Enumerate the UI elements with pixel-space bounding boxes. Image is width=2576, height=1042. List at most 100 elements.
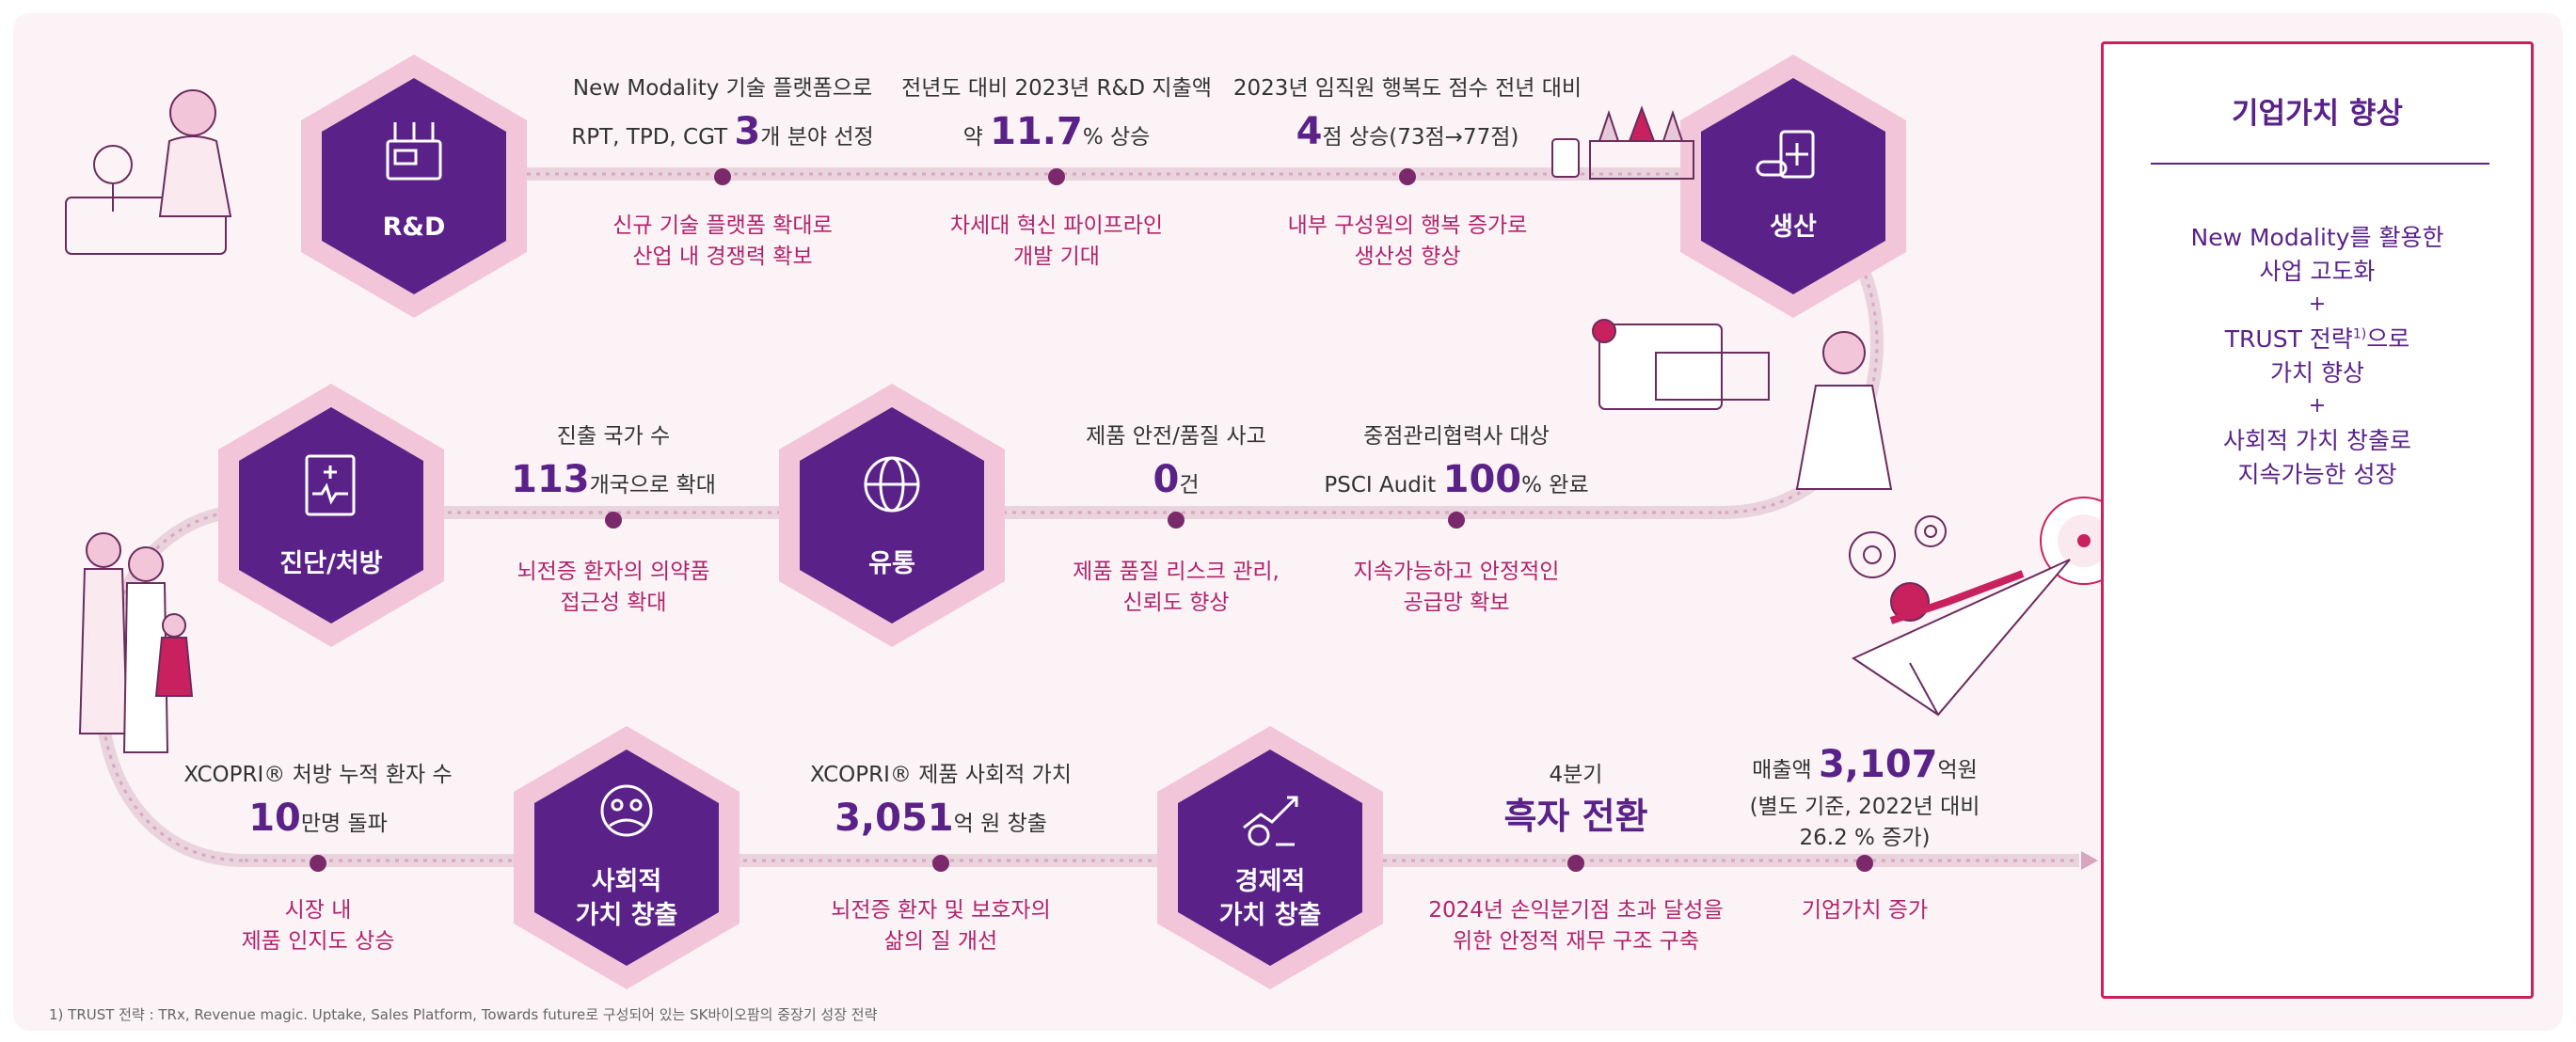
fact-line: 0건	[950, 452, 1402, 507]
fact-number: 3	[734, 110, 761, 154]
effect-line: 공급망 확보	[1403, 591, 1510, 616]
panel-divider	[2151, 163, 2489, 165]
fact-line: New Modality 기술 플랫폼으로	[572, 76, 873, 101]
effect-line: 접근성 확대	[560, 591, 667, 616]
fact-line: 3,051억 원 창출	[715, 791, 1167, 845]
fact-line: 약 11.7% 상승	[831, 104, 1282, 159]
fact-line: 제품 안전/품질 사고	[1086, 424, 1266, 449]
arrow-head-icon	[2081, 851, 2098, 870]
milestone-dot	[1448, 512, 1465, 529]
fact-line: XCOPRI® 처방 누적 환자 수	[183, 763, 453, 787]
fact-employee-happiness: 2023년 임직원 행복도 점수 전년 대비 4점 상승(73점→77점)	[1182, 73, 1633, 159]
fact-text: 억원	[1937, 758, 1978, 782]
fact-rnd-platform: New Modality 기술 플랫폼으로 RPT, TPD, CGT 3개 분…	[497, 73, 948, 159]
panel-line: 사업 고도화	[2259, 258, 2376, 285]
fact-number: 100	[1442, 458, 1522, 502]
fact-number: 4	[1296, 110, 1323, 154]
fact-text: 점 상승(73점→77점)	[1322, 125, 1519, 150]
effect-line: 차세대 혁신 파이프라인	[949, 213, 1164, 238]
fact-psci-audit: 중점관리협력사 대상 PSCI Audit 100% 완료	[1231, 421, 1682, 507]
stage-label-rnd: R&D	[382, 213, 446, 242]
fact-number: 3,107	[1818, 743, 1938, 786]
panel-line: TRUST 전략1)으로	[2104, 323, 2531, 356]
growth-chart-icon	[1243, 796, 1298, 846]
effect-line: 내부 구성원의 행복 증가로	[1287, 213, 1528, 238]
fact-line: 2023년 임직원 행복도 점수 전년 대비	[1232, 76, 1582, 101]
milestone-dot	[310, 855, 326, 872]
fact-text: 만명 돌파	[300, 812, 388, 837]
fact-q4-turnaround: 4분기 흑자 전환	[1350, 760, 1802, 843]
hexagon-social-value	[514, 726, 739, 989]
gear-icon	[1849, 515, 1947, 578]
fact-text: 약	[962, 125, 991, 150]
milestone-dot	[1567, 855, 1584, 872]
stage-label-line: 가치 창출	[575, 901, 678, 931]
stage-label-line: 가치 창출	[1218, 901, 1322, 931]
fact-number: 3,051	[835, 797, 954, 841]
effect-rnd-spending: 차세대 혁신 파이프라인 개발 기대	[840, 211, 1273, 274]
hexagon-rnd	[301, 55, 527, 318]
stage-label-diagnosis: 진단/처방	[279, 549, 383, 578]
fact-line: (별도 기준, 2022년 대비	[1749, 795, 1980, 819]
milestone-dot	[1048, 168, 1065, 185]
milestone-dot	[1856, 855, 1873, 872]
fact-line: 26.2 % 증가)	[1799, 826, 1931, 851]
milestone-dot	[1168, 512, 1185, 529]
panel-line: 사회적 가치 창출로	[2223, 427, 2411, 454]
milestone-dot	[605, 512, 622, 529]
effect-line: 개발 기대	[1013, 245, 1100, 270]
fact-line: XCOPRI® 제품 사회적 가치	[810, 763, 1072, 787]
fact-number: 10	[248, 797, 301, 841]
effect-revenue: 기업가치 증가	[1648, 895, 2081, 926]
effect-line: 생산성 향상	[1354, 245, 1461, 270]
effect-line: 위한 안정적 재무 구조 구축	[1452, 929, 1699, 955]
fact-text: 억 원 창출	[953, 812, 1047, 837]
hexagon-distribution	[779, 384, 1005, 647]
prescription-icon	[305, 454, 356, 516]
effect-line: 제품 품질 리스크 관리,	[1073, 560, 1280, 584]
fact-text: % 상승	[1082, 125, 1151, 150]
milestone-dot	[714, 168, 731, 185]
effect-line: 산업 내 경쟁력 확보	[632, 245, 813, 270]
effect-line: 신규 기술 플랫폼 확대로	[612, 213, 833, 238]
fact-line: 전년도 대비 2023년 R&D 지출액	[901, 76, 1212, 101]
corporate-value-panel: 기업가치 향상 New Modality를 활용한 사업 고도화 + TRUST…	[2101, 41, 2534, 999]
effect-countries: 뇌전증 환자의 의약품 접근성 확대	[397, 557, 830, 620]
effect-line: 기업가치 증가	[1801, 898, 1929, 923]
lab-equipment-icon	[386, 122, 442, 181]
panel-text: TRUST 전략	[2224, 325, 2353, 353]
family-illustration	[78, 532, 194, 753]
stage-label-distribution: 유통	[868, 549, 915, 578]
panel-plus: +	[2308, 394, 2327, 418]
effect-line: 신뢰도 향상	[1122, 591, 1230, 616]
effect-line: 지속가능하고 안정적인	[1353, 560, 1560, 584]
lab-flasks-illustration	[1551, 105, 1694, 180]
fact-line: 진출 국가 수	[556, 424, 671, 449]
fact-text: RPT, TPD, CGT	[571, 125, 735, 150]
fact-rnd-spending: 전년도 대비 2023년 R&D 지출액 약 11.7% 상승	[831, 73, 1282, 159]
effect-line: 2024년 손익분기점 초과 달성을	[1428, 898, 1724, 923]
fact-quality-incidents: 제품 안전/품질 사고 0건	[950, 421, 1402, 507]
stage-label-production: 생산	[1770, 213, 1817, 242]
panel-title: 기업가치 향상	[2232, 97, 2403, 131]
panel-line: 지속가능한 성장	[2237, 461, 2397, 488]
paper-plane-illustration	[1851, 559, 2071, 717]
fact-number: 흑자 전환	[1503, 796, 1648, 838]
pharmacist-illustration	[1592, 319, 1893, 490]
fact-line: RPT, TPD, CGT 3개 분야 선정	[497, 104, 948, 159]
fact-text: 매출액	[1752, 758, 1819, 782]
panel-text: 으로	[2366, 325, 2410, 353]
footnote: 1) TRUST 전략 : TRx, Revenue magic. Uptake…	[49, 1006, 878, 1023]
fact-countries: 진출 국가 수 113개국으로 확대	[388, 421, 839, 507]
effect-psci-audit: 지속가능하고 안정적인 공급망 확보	[1240, 557, 1673, 620]
milestone-dot	[1399, 168, 1416, 185]
effect-xcopri-patients: 시장 내 제품 인지도 상승	[102, 895, 534, 958]
fact-number: 113	[511, 458, 590, 502]
fact-line: PSCI Audit 100% 완료	[1231, 452, 1682, 507]
effect-line: 뇌전증 환자의 의약품	[517, 560, 710, 584]
globe-icon	[864, 456, 920, 513]
medicine-bottle-icon	[1756, 130, 1815, 179]
effect-line: 삶의 질 개선	[883, 929, 998, 955]
fact-line: 113개국으로 확대	[388, 452, 839, 507]
